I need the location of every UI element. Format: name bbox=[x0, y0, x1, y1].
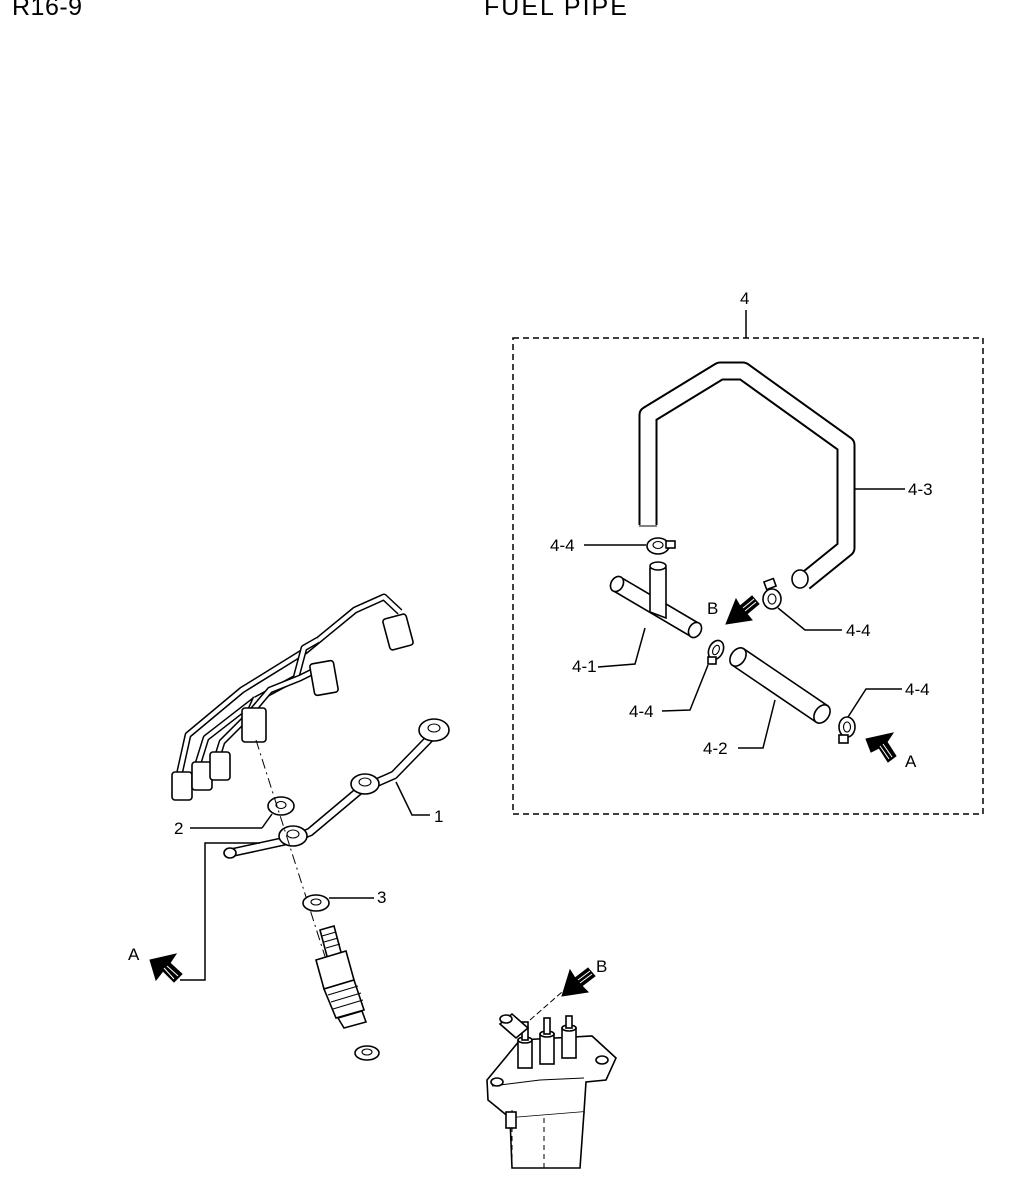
hose-4-2 bbox=[729, 647, 831, 749]
tee-4-1 bbox=[597, 561, 703, 668]
page-title: FUEL PIPE bbox=[484, 0, 629, 21]
callout-4-4-d: 4-4 bbox=[905, 680, 930, 699]
page-code: R16-9 bbox=[12, 0, 83, 21]
callout-4-1: 4-1 bbox=[572, 657, 597, 676]
clamp-4-4-upper bbox=[584, 537, 676, 555]
callout-4-4-a: 4-4 bbox=[550, 536, 575, 555]
view-a-leader bbox=[180, 842, 260, 981]
center-line bbox=[255, 739, 343, 1011]
view-arrow-a-left-icon bbox=[149, 953, 183, 983]
washer-2 bbox=[190, 796, 295, 829]
clamp-4-4-right-upper bbox=[762, 577, 842, 631]
hose-4-3 bbox=[638, 361, 905, 590]
view-label-a-box: A bbox=[905, 752, 917, 771]
assembly-4-group: 4 bbox=[512, 289, 984, 815]
callout-4-2: 4-2 bbox=[703, 739, 728, 758]
injection-pump bbox=[486, 991, 617, 1169]
view-arrow-b-pump-icon bbox=[561, 967, 596, 997]
injection-pipes bbox=[171, 593, 414, 801]
callout-3: 3 bbox=[377, 888, 386, 907]
view-label-b-box: B bbox=[707, 599, 718, 618]
view-label-b-pump: B bbox=[596, 957, 607, 976]
callout-4-3: 4-3 bbox=[908, 480, 933, 499]
callout-4: 4 bbox=[740, 289, 749, 308]
callout-2: 2 bbox=[174, 819, 183, 838]
callout-1: 1 bbox=[434, 807, 443, 826]
view-arrow-b-icon bbox=[725, 595, 760, 625]
view-label-a-left: A bbox=[128, 945, 140, 964]
assembly-boundary-box bbox=[512, 337, 984, 815]
washer-3 bbox=[302, 894, 374, 912]
callout-4-4-c: 4-4 bbox=[846, 621, 871, 640]
clamp-4-4-right-lower bbox=[838, 688, 902, 744]
injection-nozzle bbox=[315, 925, 380, 1061]
view-arrow-a-icon bbox=[865, 732, 897, 763]
clamp-4-4-middle bbox=[661, 639, 725, 712]
callout-4-4-b: 4-4 bbox=[629, 702, 654, 721]
leak-off-pipe-1 bbox=[223, 718, 450, 859]
